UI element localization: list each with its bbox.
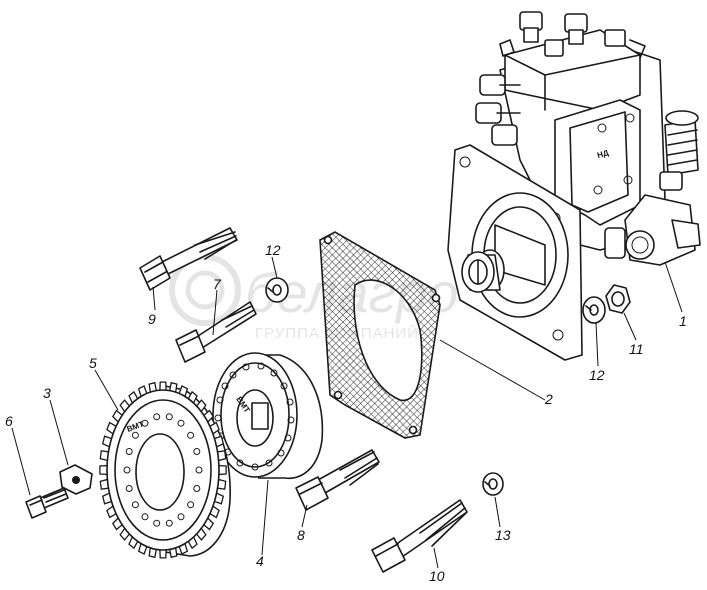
part-washer-13 [482,472,504,496]
gear-hole [131,501,139,509]
part-hub: ВМТ [212,352,324,480]
callout-9: 9 [148,311,156,327]
callout-13: 13 [495,527,511,543]
part-washer-12-right [582,296,606,324]
callout-1: 1 [679,313,687,329]
callout-4: 4 [256,553,264,569]
gear-tooth [159,549,167,559]
gear-hole [187,431,195,439]
callout-11: 11 [629,341,644,357]
part-gear: ВМТ [99,381,231,559]
gear-hole [193,448,201,455]
gear-hole [125,485,133,492]
gear-hole [177,513,185,521]
callout-2: 2 [544,391,553,407]
callout-8: 8 [297,527,305,543]
callout-3: 3 [43,385,51,401]
part-bolt-10 [371,499,468,573]
gear-hole [187,501,195,509]
callout-10: 10 [429,568,445,584]
callout-7: 7 [213,276,222,292]
gear-hole [141,419,149,427]
part-gasket [319,231,441,439]
callout-12-top: 12 [265,242,281,258]
gear-tooth [99,464,108,476]
part-lock-plate [59,464,93,495]
callout-labels: 1 2 3 4 5 6 7 8 9 10 11 12 12 13 [5,242,687,584]
gear-hole [153,519,161,527]
gear-hole [141,513,149,521]
gear-hole [125,448,133,455]
part-fuel-pump: НД [447,11,701,361]
callout-5: 5 [89,355,97,371]
gear-hole [123,466,131,474]
cover-marking: НД [596,148,610,160]
callout-6: 6 [5,413,13,429]
gear-hole [193,485,201,492]
gear-tooth [159,381,167,391]
callout-12-right: 12 [589,367,605,383]
part-bolt-9 [139,227,238,291]
gear-hole [177,419,185,427]
part-bolt-small [25,487,69,519]
gear-hole [131,431,139,439]
callout-leaders [11,256,683,569]
gear-hole [153,413,161,421]
part-nut-11 [605,284,631,314]
watermark-logo-icon [169,254,241,326]
gear-hole [165,519,173,527]
gear-tooth [218,464,227,476]
gear-hole [195,466,203,474]
gear-hole [165,413,173,421]
part-washer-12-left [265,277,289,303]
part-bolt-8 [295,449,380,511]
part-bolt-7 [175,301,257,363]
